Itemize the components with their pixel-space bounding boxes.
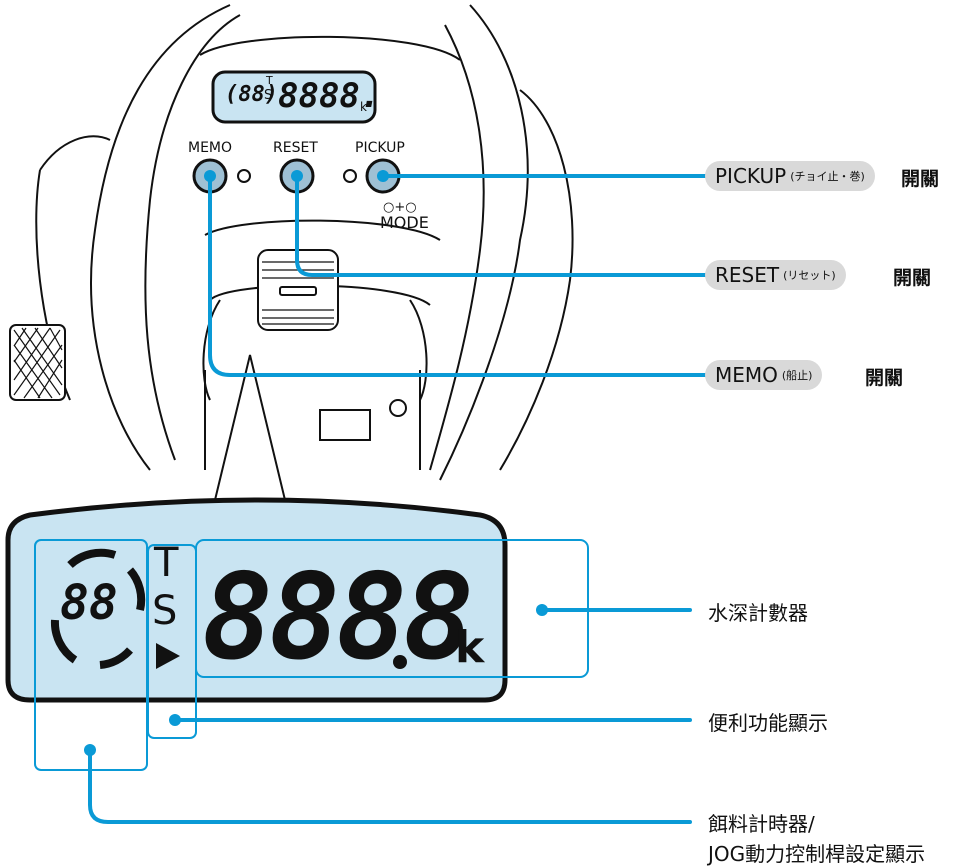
lcd-depth-digits: 8888 xyxy=(202,548,474,686)
pickup-callout-name: PICKUP xyxy=(715,164,787,188)
lcd-timer-digits: 88 xyxy=(60,575,118,631)
mode-symbol: ○+○ xyxy=(383,200,417,215)
timer-label-line1: 餌料計時器/ xyxy=(708,812,815,836)
mode-label: MODE xyxy=(380,213,429,232)
reset-callout-suffix: 開關 xyxy=(893,267,932,289)
convenience-display-label: 便利功能顯示 xyxy=(708,711,828,735)
lcd-unit: k xyxy=(455,622,485,673)
region-boxes xyxy=(34,539,589,771)
callout-dots xyxy=(84,170,548,756)
top-lcd-unit: k xyxy=(360,100,367,114)
pickup-button-label: PICKUP xyxy=(355,140,405,156)
top-lcd-t: T xyxy=(266,74,273,87)
memo-callout-suffix: 開關 xyxy=(865,367,904,389)
reset-callout: RESET (リセット) xyxy=(705,260,846,290)
reset-button-label: RESET xyxy=(273,140,318,156)
memo-button-label: MEMO xyxy=(188,140,233,156)
reel-body xyxy=(35,4,574,481)
decimal-point xyxy=(393,655,407,669)
memo-callout-name: MEMO xyxy=(715,363,778,387)
top-lcd-s: S xyxy=(264,88,273,103)
pickup-callout-sub: (チョイ止・巻) xyxy=(790,170,865,183)
top-lcd-digits: 8888. xyxy=(278,76,381,116)
lcd-t: T xyxy=(154,540,179,586)
pickup-callout: PICKUP (チョイ止・巻) xyxy=(705,161,875,191)
indicator-triangle xyxy=(156,643,180,669)
callout-lines xyxy=(88,174,707,824)
zoom-pointer xyxy=(214,354,286,501)
timer-ring xyxy=(50,548,146,669)
depth-counter-label: 水深計數器 xyxy=(708,601,808,625)
lcd-s: S xyxy=(152,588,178,634)
memo-callout: MEMO (船止) xyxy=(705,360,823,390)
reset-callout-sub: (リセット) xyxy=(783,269,836,282)
side-knob xyxy=(9,324,66,401)
pickup-callout-suffix: 開關 xyxy=(901,168,940,190)
top-lcd xyxy=(211,70,377,124)
top-lcd-timer: (88) xyxy=(225,82,278,107)
memo-callout-sub: (船止) xyxy=(781,369,813,382)
reset-callout-name: RESET xyxy=(715,263,780,287)
large-lcd xyxy=(5,497,508,703)
timer-label-line2: JOG動力控制桿設定顯示 xyxy=(708,842,926,866)
